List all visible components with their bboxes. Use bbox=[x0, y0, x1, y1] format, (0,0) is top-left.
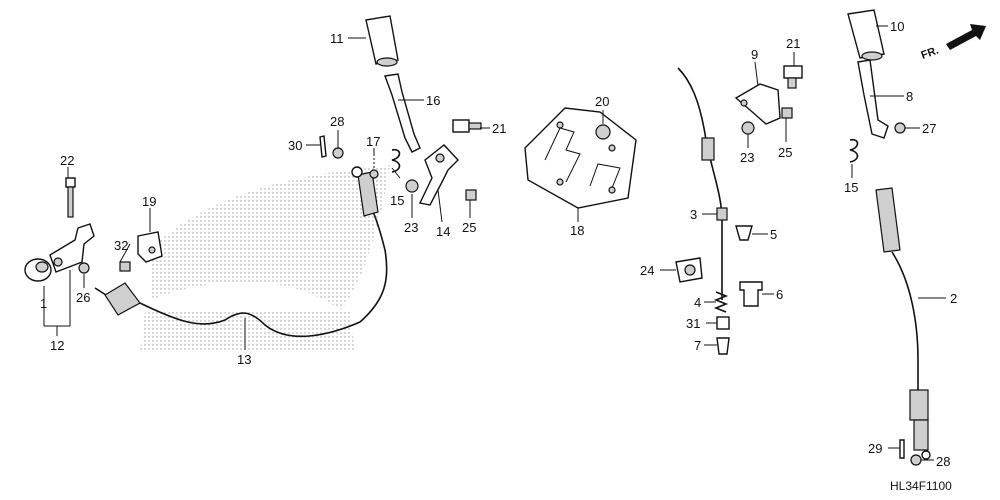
callout-21-right: 21 bbox=[786, 36, 800, 51]
direction-label: FR. bbox=[920, 45, 941, 62]
spring-4 bbox=[713, 291, 729, 313]
callout-21: 21 bbox=[492, 121, 506, 136]
spring-15b bbox=[849, 138, 859, 163]
bolt-32 bbox=[119, 261, 131, 272]
callout-20: 20 bbox=[595, 94, 609, 109]
callout-5: 5 bbox=[770, 227, 777, 242]
callout-17: 17 bbox=[366, 134, 380, 149]
callout-28: 28 bbox=[330, 114, 344, 129]
bolt-21b bbox=[783, 65, 803, 89]
callout-12: 12 bbox=[50, 338, 64, 353]
callout-27: 27 bbox=[922, 121, 936, 136]
bolt-20 bbox=[595, 124, 611, 140]
nut-26 bbox=[78, 262, 90, 274]
bracket-12 bbox=[49, 223, 95, 273]
leader-lines bbox=[43, 25, 946, 461]
diagram-code: HL34F1100 bbox=[890, 479, 952, 493]
callout-9: 9 bbox=[751, 47, 758, 62]
callout-30: 30 bbox=[288, 138, 302, 153]
bracket-9 bbox=[734, 83, 781, 125]
callout-26: 26 bbox=[76, 290, 90, 305]
callout-19: 19 bbox=[142, 194, 156, 209]
callout-2: 2 bbox=[950, 291, 957, 306]
callout-15-right: 15 bbox=[844, 180, 858, 195]
front-direction-arrow-icon bbox=[946, 24, 986, 50]
callout-4: 4 bbox=[694, 295, 701, 310]
spring-15a bbox=[391, 148, 401, 173]
callout-16: 16 bbox=[426, 93, 440, 108]
callout-8: 8 bbox=[906, 89, 913, 104]
knob-10 bbox=[847, 9, 885, 61]
cable-2 bbox=[875, 187, 931, 460]
callout-18: 18 bbox=[570, 223, 584, 238]
callout-14: 14 bbox=[436, 224, 450, 239]
callout-31: 31 bbox=[686, 316, 700, 331]
callout-11: 11 bbox=[330, 31, 344, 46]
shift-lever-8 bbox=[857, 59, 889, 139]
cable-13 bbox=[94, 166, 388, 338]
callout-1: 1 bbox=[40, 296, 47, 311]
callout-15: 15 bbox=[390, 193, 404, 208]
callout-labels: 1 12 22 26 32 19 13 11 16 30 28 17 21 15… bbox=[40, 19, 957, 469]
bolt-25b bbox=[781, 107, 793, 119]
callout-32: 32 bbox=[114, 238, 128, 253]
bolt-22 bbox=[65, 177, 76, 218]
pin-29 bbox=[899, 439, 905, 459]
callout-25-right: 25 bbox=[778, 145, 792, 160]
clip-5 bbox=[735, 225, 753, 241]
callout-22: 22 bbox=[60, 153, 74, 168]
knob-1 bbox=[24, 258, 52, 282]
callout-6: 6 bbox=[776, 287, 783, 302]
arm-14 bbox=[418, 144, 459, 206]
callout-24: 24 bbox=[640, 263, 654, 278]
collar-23a bbox=[405, 179, 419, 193]
clamp-19 bbox=[137, 231, 163, 263]
callout-28-right: 28 bbox=[936, 454, 950, 469]
washer-27 bbox=[894, 122, 906, 134]
bolt-25a bbox=[465, 189, 477, 201]
plate-18 bbox=[524, 107, 637, 209]
callout-25: 25 bbox=[462, 220, 476, 235]
callout-23: 23 bbox=[404, 220, 418, 235]
boot-6 bbox=[739, 281, 763, 307]
knob-11 bbox=[365, 15, 399, 67]
callout-7: 7 bbox=[694, 338, 701, 353]
callout-29: 29 bbox=[868, 441, 882, 456]
pin-30 bbox=[319, 135, 327, 158]
clip-17 bbox=[369, 150, 379, 179]
callout-10: 10 bbox=[890, 19, 904, 34]
callout-23-right: 23 bbox=[740, 150, 754, 165]
washer-28 bbox=[332, 147, 344, 159]
collar-23b bbox=[741, 121, 755, 135]
callout-3: 3 bbox=[690, 207, 697, 222]
watermark-logo bbox=[140, 165, 390, 352]
holder-24 bbox=[675, 257, 703, 283]
callout-13: 13 bbox=[237, 352, 251, 367]
shift-lever-16 bbox=[384, 73, 421, 153]
bolt-21a bbox=[452, 119, 482, 133]
end-7 bbox=[716, 337, 730, 355]
washer-28b bbox=[910, 454, 922, 466]
sleeve-31 bbox=[716, 316, 730, 330]
